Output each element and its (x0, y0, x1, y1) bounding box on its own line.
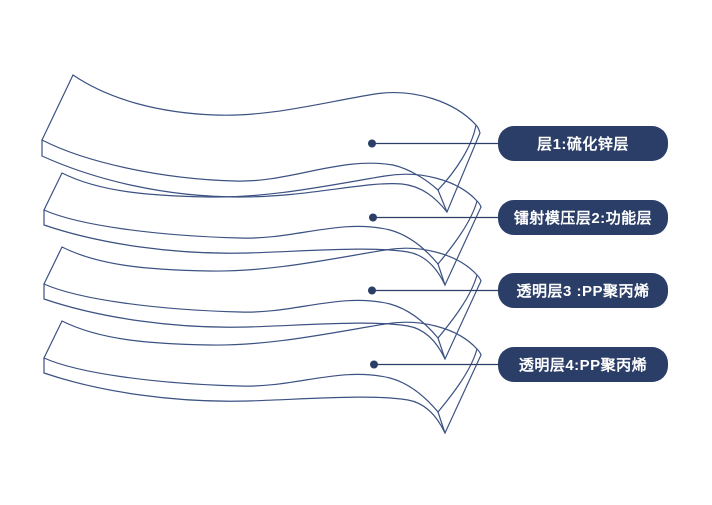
sheet-1-thickness (41, 124, 481, 214)
layer-2-label: 镭射模压层2:功能层 (513, 210, 653, 227)
anchor-dot-layer-1 (368, 139, 376, 148)
sheet-layer-1 (41, 74, 481, 214)
sheet-2-face (43, 172, 478, 265)
callout-pill-layer-2: 镭射模压层2:功能层 (498, 200, 668, 235)
callout-connectors (368, 139, 498, 369)
callout-pill-layer-1: 层1:硫化锌层 (498, 126, 668, 161)
sheet-1-face (41, 74, 477, 191)
anchor-dot-layer-2 (369, 213, 377, 222)
sheet-1-tip-edge (437, 189, 448, 213)
sheet-layer-2 (43, 172, 482, 287)
sheet-2-thickness (43, 200, 482, 287)
layer-4-label: 透明层4:PP聚丙烯 (518, 357, 648, 374)
sheet-layer-4 (43, 320, 482, 434)
callout-pill-layer-3: 透明层3 :PP聚丙烯 (498, 273, 668, 308)
layer-1-label: 层1:硫化锌层 (537, 136, 629, 153)
anchor-dot-layer-3 (368, 286, 376, 295)
anchor-dot-layer-4 (370, 360, 378, 369)
layer-3-label: 透明层3 :PP聚丙烯 (516, 283, 650, 300)
callout-pill-layer-4: 透明层4:PP聚丙烯 (498, 347, 668, 382)
sheet-2-tip-edge (437, 263, 446, 286)
